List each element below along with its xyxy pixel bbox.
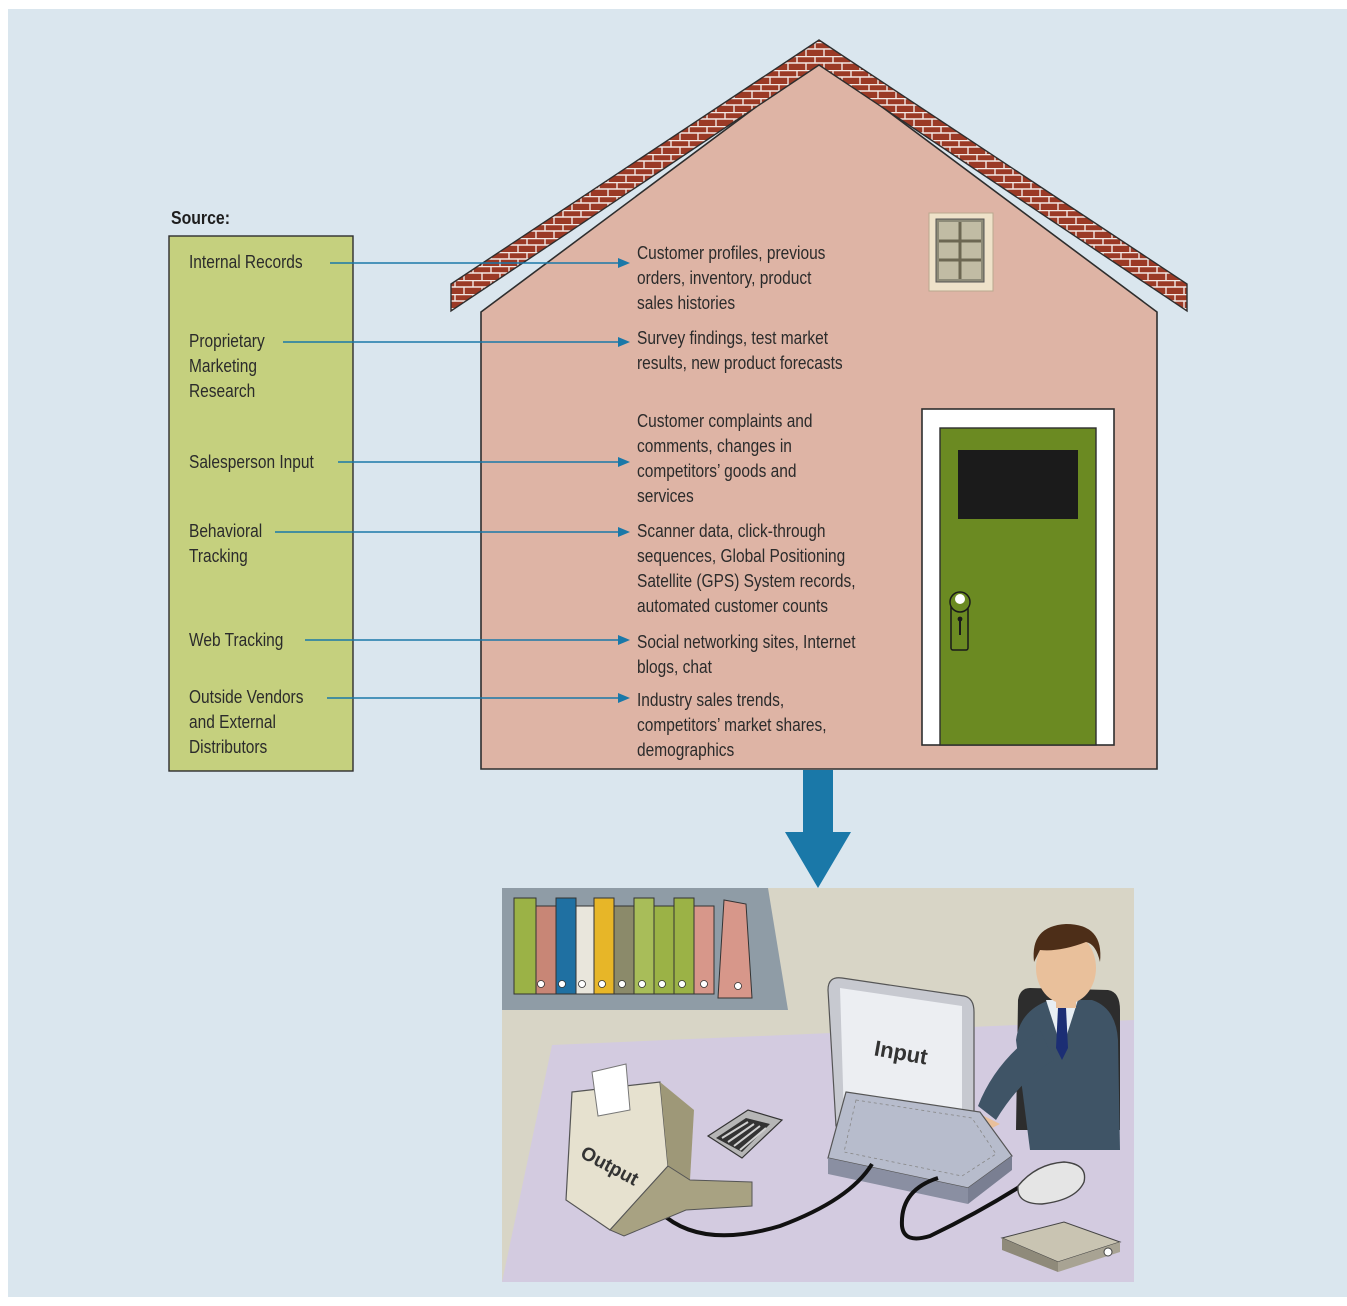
connector-arrowhead-5 — [618, 693, 630, 703]
description-outside-vendors: Industry sales trends, competitors’ mark… — [637, 690, 827, 760]
flow-arrow — [785, 770, 851, 888]
source-label-behavioral-tracking: Behavioral Tracking — [189, 521, 263, 566]
source-label-web-tracking: Web Tracking — [189, 630, 284, 650]
connector-arrowhead-4 — [618, 635, 630, 645]
description-web-tracking: Social networking sites, Internet blogs,… — [637, 632, 856, 677]
attic-window — [928, 212, 994, 292]
connectors — [275, 258, 630, 703]
description-internal-records: Customer profiles, previous orders, inve… — [637, 243, 826, 313]
source-label-proprietary-research: Proprietary Marketing Research — [189, 331, 265, 401]
description-proprietary-research: Survey findings, test market results, ne… — [637, 328, 843, 373]
connector-arrowhead-1 — [618, 337, 630, 347]
office-scene — [502, 888, 1134, 1282]
description-salesperson-input: Customer complaints and comments, change… — [637, 411, 813, 506]
description-behavioral-tracking: Scanner data, click-through sequences, G… — [637, 521, 856, 616]
house-roof — [450, 39, 1188, 313]
connector-arrowhead-0 — [618, 258, 630, 268]
connector-arrowhead-2 — [618, 457, 630, 467]
source-box — [168, 235, 354, 772]
source-heading: Source: — [171, 208, 230, 228]
source-label-salesperson-input: Salesperson Input — [189, 452, 314, 472]
source-label-outside-vendors: Outside Vendors and External Distributor… — [189, 687, 304, 757]
door — [921, 408, 1115, 746]
connector-arrowhead-3 — [618, 527, 630, 537]
source-label-internal-records: Internal Records — [189, 252, 303, 272]
binders — [513, 897, 753, 999]
